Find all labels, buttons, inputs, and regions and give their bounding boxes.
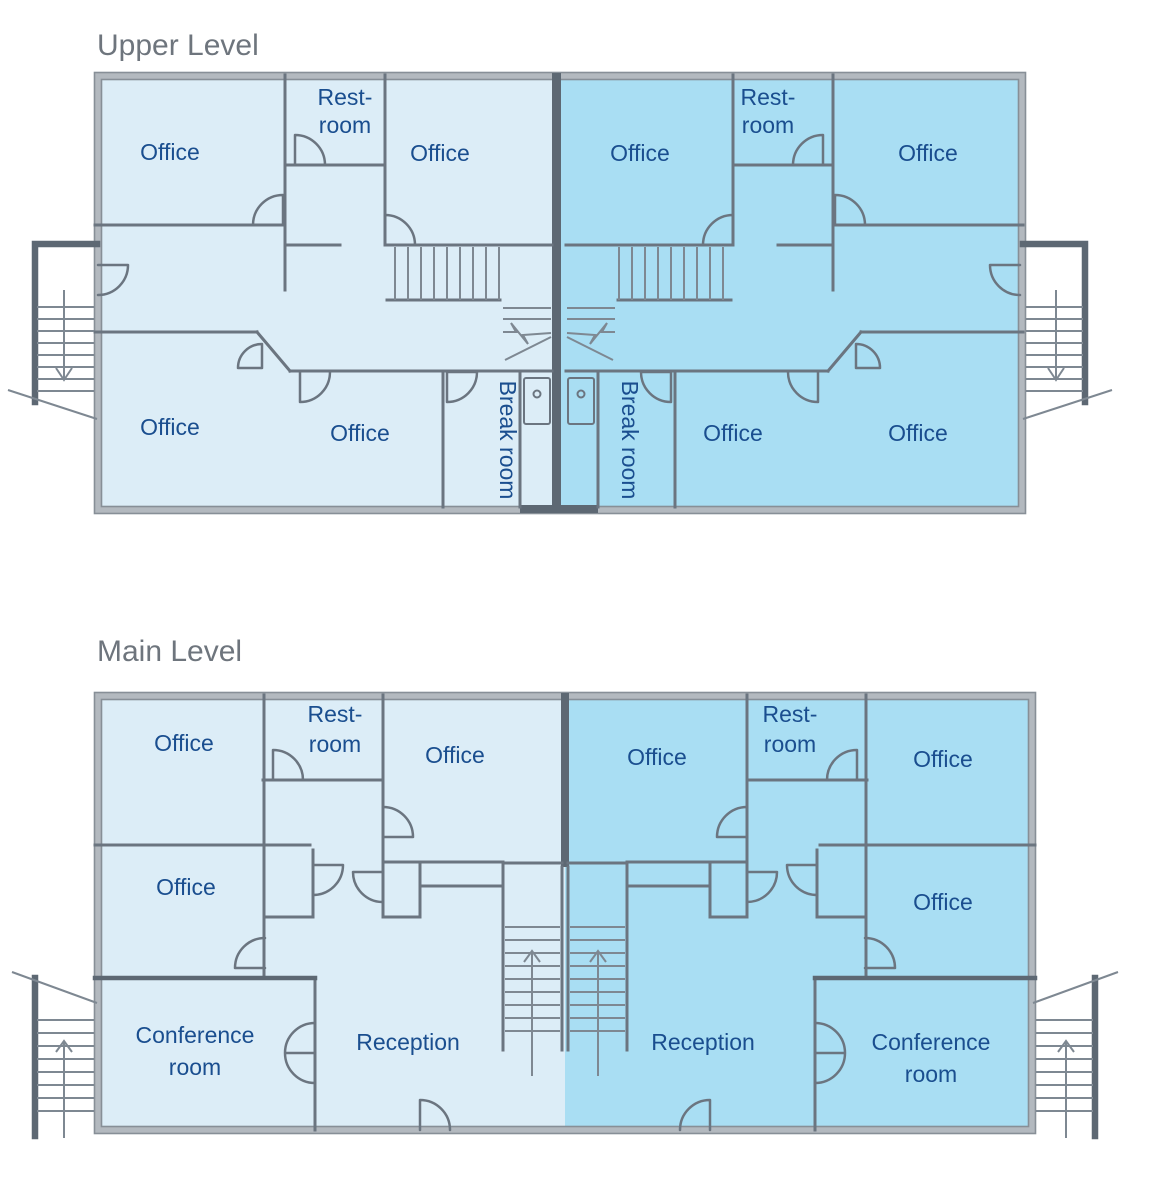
stair-treads — [11, 971, 98, 1112]
room-label-restroom: room — [319, 112, 371, 138]
stair-treads — [7, 306, 98, 420]
room-label-restroom: Rest- — [308, 701, 363, 727]
interior-walls — [93, 73, 554, 509]
room-label-restroom: Rest- — [763, 701, 818, 727]
room-label-reception: Reception — [356, 1029, 460, 1055]
toilet-fixture — [523, 377, 551, 425]
interior-stair-treads — [394, 247, 500, 300]
upper-center-wall — [552, 73, 561, 513]
room-label-conference: Conference — [136, 1022, 255, 1048]
upper-right-wing-floor — [556, 76, 1022, 510]
room-label-office: Office — [330, 420, 390, 446]
room-label-office: Office — [154, 730, 214, 756]
room-label-office: Office — [913, 746, 973, 772]
stair-landing-break-mark — [503, 307, 552, 361]
room-label-office: Office — [913, 889, 973, 915]
down-arrow-icon — [55, 290, 73, 382]
room-label-office: Office — [898, 140, 958, 166]
room-label-conference: Conference — [872, 1029, 991, 1055]
room-label-office: Office — [627, 744, 687, 770]
room-label-restroom: room — [764, 731, 816, 757]
room-label-reception: Reception — [651, 1029, 755, 1055]
room-label-restroom: room — [309, 731, 361, 757]
stair-wall — [31, 240, 101, 406]
room-label-restroom: Rest- — [741, 84, 796, 110]
room-label-office: Office — [140, 139, 200, 165]
upper-entry-wall-segment — [520, 505, 598, 513]
main-exterior-stairs-right — [1033, 972, 1118, 1138]
room-label-office: Office — [703, 420, 763, 446]
up-arrow-icon — [523, 949, 541, 1076]
room-label-office: Office — [156, 874, 216, 900]
room-label-office: Office — [888, 420, 948, 446]
main-level-plan: Main Level Office Rest- — [11, 635, 1118, 1140]
main-right-wing-floor — [565, 696, 1032, 1130]
upper-level-title: Upper Level — [97, 29, 259, 62]
upper-left-wing-floor — [98, 76, 556, 510]
up-arrow-icon — [55, 1039, 73, 1138]
main-left-wing-floor — [98, 696, 565, 1130]
upper-exterior-stairs-right — [1023, 244, 1112, 419]
main-exterior-stairs-left — [11, 971, 98, 1140]
upper-exterior-stairs-left — [7, 240, 101, 420]
main-left-wing-walls — [92, 693, 564, 1132]
door-swings — [233, 748, 452, 1132]
main-center-wall — [561, 693, 569, 867]
room-label-restroom: room — [742, 112, 794, 138]
room-label-office: Office — [140, 414, 200, 440]
room-label-conference: room — [905, 1061, 957, 1087]
upper-left-wing-walls — [93, 73, 554, 509]
upper-level-plan: Upper Level — [7, 29, 1112, 515]
room-label-restroom: Rest- — [318, 84, 373, 110]
room-label-break-room: Break room — [617, 381, 643, 500]
room-label-office: Office — [425, 742, 485, 768]
main-level-title: Main Level — [97, 635, 242, 668]
room-label-office: Office — [410, 140, 470, 166]
room-label-conference: room — [169, 1054, 221, 1080]
room-label-office: Office — [610, 140, 670, 166]
room-label-break-room: Break room — [495, 381, 521, 500]
door-swings — [96, 133, 479, 404]
